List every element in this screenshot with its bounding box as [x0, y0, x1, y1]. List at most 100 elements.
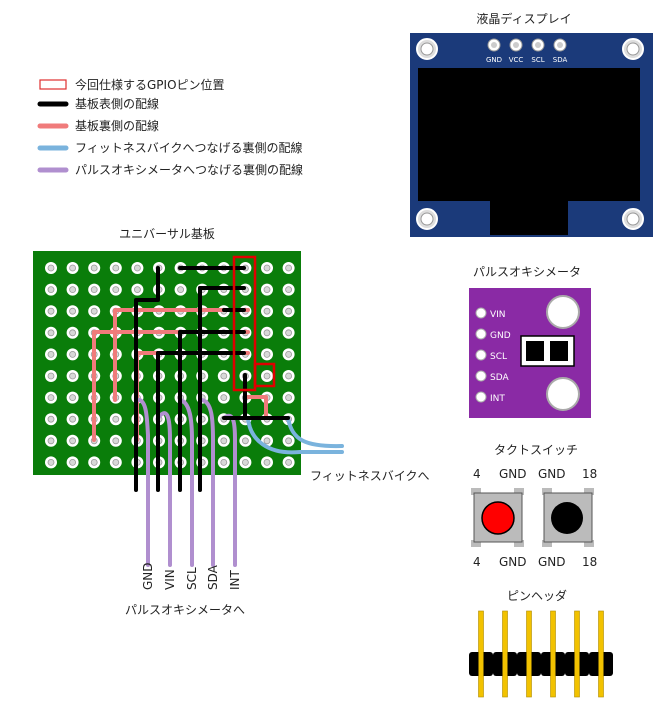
switch-right-bottom-18: 18	[582, 555, 597, 569]
legend-back-label: 基板裏側の配線	[75, 118, 159, 133]
board-hole-center	[69, 307, 76, 315]
fitness-label: フィットネスバイクへ	[310, 469, 430, 483]
board-hole-center	[112, 286, 120, 294]
board-hole-center	[285, 350, 293, 358]
board-hole-center	[177, 286, 185, 294]
lcd-pin-sda: SDA	[553, 56, 568, 64]
lcd-mount-holes	[416, 38, 644, 230]
back-wire-3	[113, 308, 250, 402]
wire-label-scl: SCL	[185, 567, 199, 590]
gpio-outline-pin	[253, 362, 276, 388]
header-pin-through	[574, 652, 580, 676]
header-pin-through	[598, 652, 604, 676]
board-hole-center	[47, 372, 55, 380]
lcd-pin-vcc: VCC	[509, 56, 524, 64]
board-hole-center	[47, 437, 55, 445]
pulse-sensor-board: VIN GND SCL SDA INT	[469, 288, 591, 418]
board-hole-center	[69, 372, 76, 380]
pulse-pin-vin: VIN	[490, 310, 506, 320]
board-title: ユニバーサル基板	[119, 227, 215, 241]
board-hole-center	[263, 286, 271, 294]
switch-right-bottom-gnd: GND	[538, 555, 566, 569]
board-hole-center	[263, 264, 271, 272]
gpio-positions	[232, 255, 276, 392]
pin-header	[469, 610, 613, 698]
lcd-pin-gnd: GND	[486, 56, 502, 64]
board-hole-center	[90, 264, 98, 272]
board-hole-center	[69, 458, 76, 466]
gpio-outline-column	[232, 255, 257, 392]
wire-label-int: INT	[228, 569, 242, 590]
pulse-wire-gnd	[135, 398, 150, 567]
fitness-wire-2	[286, 416, 344, 449]
board-hole-center	[285, 307, 293, 315]
board-hole-center	[220, 437, 228, 445]
pulse-label: パルスオキシメータへ	[125, 603, 245, 617]
wire-label-gnd: GND	[141, 562, 155, 590]
board-hole-center	[69, 394, 76, 402]
pulse-wires	[135, 398, 237, 567]
pulse-wire-vin	[156, 411, 172, 567]
pulse-pin-scl: SCL	[490, 352, 507, 362]
header-pin-through	[526, 652, 532, 676]
board-hole-center	[112, 264, 120, 272]
legend: 今回仕様するGPIOピン位置 基板表側の配線 基板裏側の配線 フィットネスバイク…	[37, 77, 303, 177]
pulse-sensor-title: パルスオキシメータ	[473, 265, 581, 279]
legend-pulse-label: パルスオキシメータへつなげる裏側の配線	[75, 162, 303, 177]
legend-gpio-swatch	[39, 79, 67, 90]
back-wire-4	[246, 395, 268, 420]
switch-left-top-4: 4	[473, 467, 481, 481]
board-hole-center	[133, 264, 141, 272]
board-hole-center	[285, 394, 293, 402]
board-hole-center	[69, 286, 76, 294]
board-hole-center	[112, 458, 120, 466]
front-wire-1	[134, 266, 160, 492]
board-hole-center	[112, 415, 120, 423]
board-hole-center	[69, 437, 76, 445]
legend-fitness-label: フィットネスバイクへつなげる裏側の配線	[75, 140, 303, 155]
board-hole-center	[263, 329, 271, 337]
board-hole-center	[241, 458, 249, 466]
board-hole-center	[47, 307, 55, 315]
wire-labels: GND VIN SCL SDA INT	[141, 562, 242, 590]
board-hole-center	[263, 458, 271, 466]
board-hole-center	[47, 264, 55, 272]
wire-label-vin: VIN	[163, 569, 177, 590]
board-hole-center	[285, 329, 293, 337]
lcd-display: GND VCC SCL SDA	[410, 33, 653, 237]
switch-left-bottom-4: 4	[473, 555, 481, 569]
lcd-title: 液晶ディスプレイ	[476, 11, 571, 26]
board-hole-center	[47, 458, 55, 466]
board-hole-center	[47, 286, 55, 294]
board-hole-center	[285, 286, 293, 294]
pulse-pin-int: INT	[490, 394, 505, 404]
board-hole-center	[47, 415, 55, 423]
board-hole-center	[112, 437, 120, 445]
lcd-ribbon	[490, 200, 568, 235]
board-hole-center	[90, 286, 98, 294]
board-hole-center	[47, 329, 55, 337]
tact-switch-black	[542, 488, 594, 547]
board-hole-center	[69, 415, 76, 423]
legend-gpio-label: 今回仕様するGPIOピン位置	[75, 77, 225, 92]
board-hole-center	[69, 329, 76, 337]
header-title: ピンヘッダ	[507, 588, 567, 603]
red-button	[481, 501, 515, 535]
tact-switch-red	[471, 488, 524, 547]
header-pin-through	[550, 652, 556, 676]
lcd-pins	[487, 38, 567, 52]
board-hole-center	[69, 264, 76, 272]
board-hole-center	[285, 437, 293, 445]
board-hole-center	[285, 264, 293, 272]
pulse-pin-gnd: GND	[490, 331, 511, 341]
board-hole-center	[263, 372, 271, 380]
black-button	[551, 502, 583, 534]
board-hole-center	[90, 307, 98, 315]
switch-right-top-gnd: GND	[538, 467, 566, 481]
header-pin-through	[502, 652, 508, 676]
pulse-pin-sda: SDA	[490, 373, 509, 383]
board-hole-center	[285, 458, 293, 466]
board-hole-center	[47, 350, 55, 358]
switch-right-top-18: 18	[582, 467, 597, 481]
board-hole-center	[220, 394, 228, 402]
